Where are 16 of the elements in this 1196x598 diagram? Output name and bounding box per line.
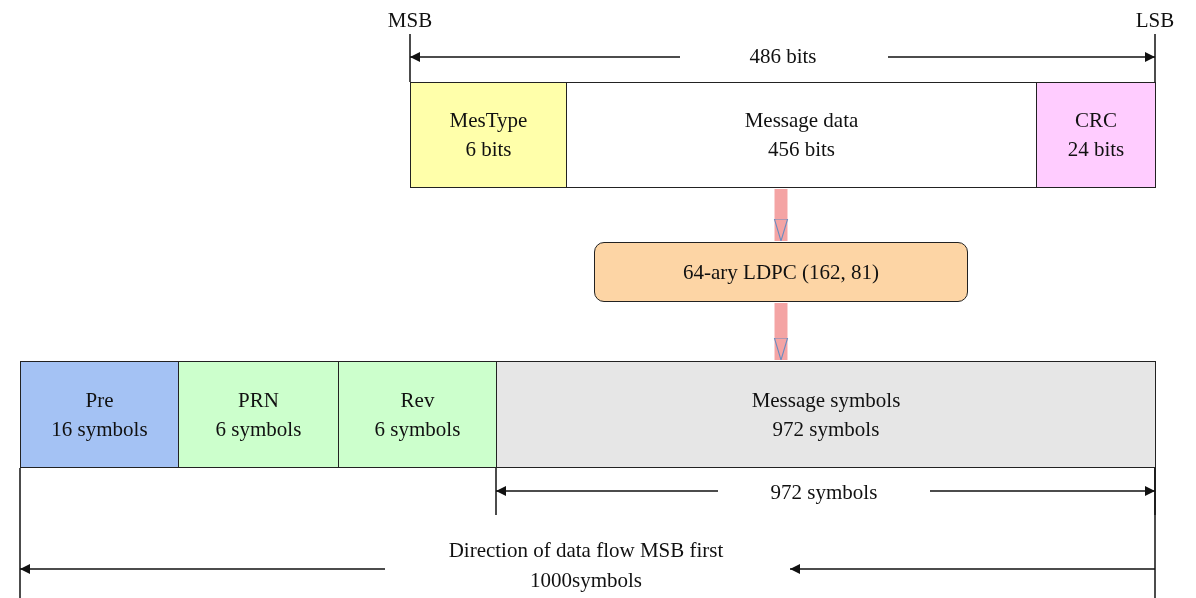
field-box: CRC 24 bits <box>1036 82 1156 188</box>
flow-arrow <box>773 189 789 242</box>
field-box: Rev 6 symbols <box>338 361 497 468</box>
dimension-label: 486 bits <box>749 44 817 68</box>
bit-order-label: MSB <box>387 8 433 32</box>
dimension-label: 972 symbols <box>770 480 878 504</box>
field-box: PRN 6 symbols <box>178 361 339 468</box>
dimension-label: Direction of data flow MSB first <box>448 538 724 562</box>
flow-arrow <box>773 303 789 361</box>
field-box: Pre 16 symbols <box>20 361 179 468</box>
field-box: Message symbols 972 symbols <box>496 361 1156 468</box>
process-box: 64-ary LDPC (162, 81) <box>594 242 968 302</box>
field-box: Message data 456 bits <box>566 82 1037 188</box>
dimension-label: 1000symbols <box>530 568 642 592</box>
bit-order-label: LSB <box>1135 8 1175 32</box>
field-box: MesType 6 bits <box>410 82 567 188</box>
